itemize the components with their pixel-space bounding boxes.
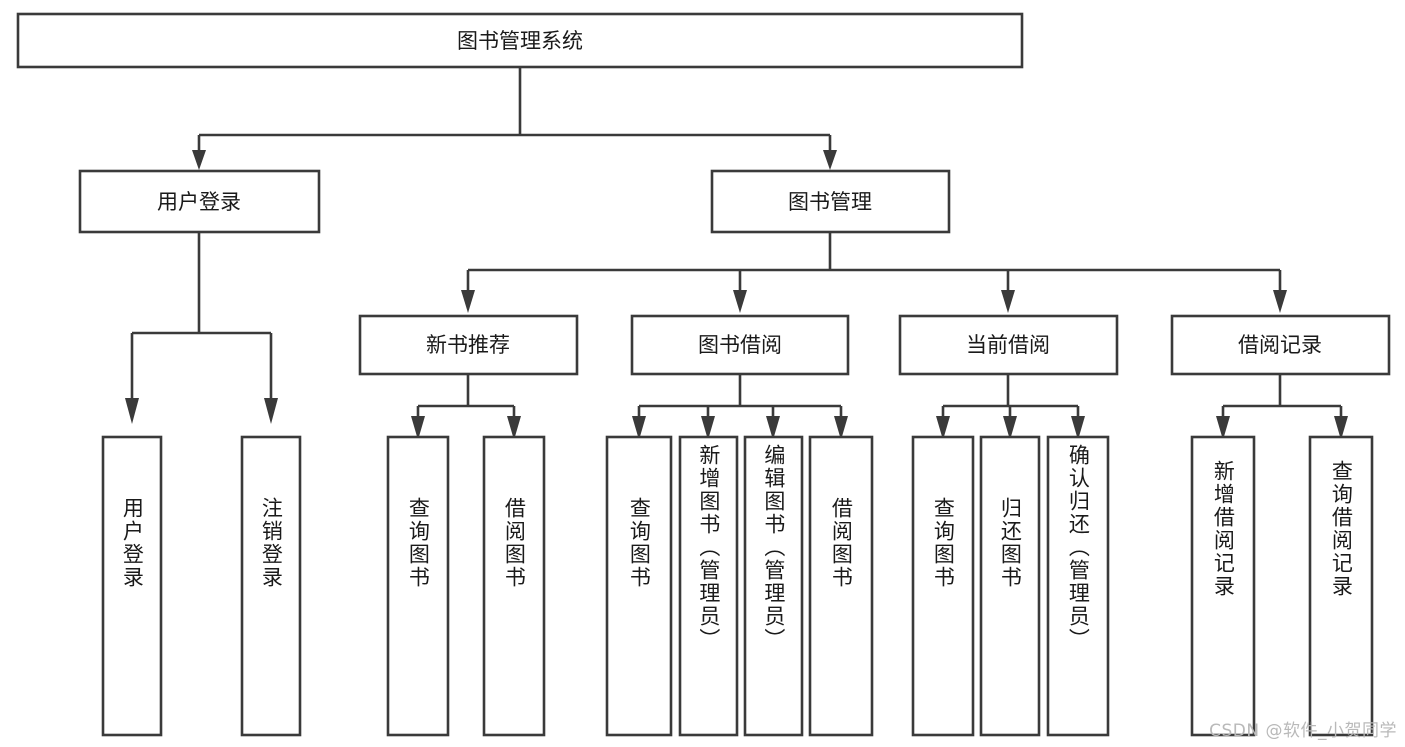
leaf-box-borrow-book-1[interactable] — [482, 435, 546, 737]
leaf-box-add-book-admin[interactable] — [678, 435, 739, 737]
node-user-login-box[interactable] — [78, 169, 321, 234]
connector-book-borrow-to-leaves — [632, 374, 848, 440]
arrow-head-icon — [1003, 416, 1017, 440]
node-user-login[interactable]: 用户登录 — [78, 169, 321, 234]
arrow-head-icon — [936, 416, 950, 440]
leaf-box-user-login[interactable] — [101, 435, 163, 737]
arrow-head-icon — [461, 290, 475, 313]
arrow-head-icon — [733, 290, 747, 313]
arrow-head-icon — [1001, 290, 1015, 313]
connector-borrow-record-to-leaves — [1216, 374, 1348, 440]
arrow-head-icon — [264, 398, 278, 424]
arrow-head-icon — [411, 416, 425, 440]
node-root-label: 图书管理系统 — [457, 29, 583, 53]
node-current-borrow[interactable]: 当前借阅 — [898, 314, 1119, 376]
connector-current-borrow-to-leaves — [936, 374, 1085, 440]
node-current-borrow-label: 当前借阅 — [966, 333, 1050, 357]
leaf-box-query-book-1[interactable] — [386, 435, 450, 737]
node-book-management-label: 图书管理 — [788, 190, 872, 214]
arrow-head-icon — [1273, 290, 1287, 313]
leaf-box-logout[interactable] — [240, 435, 302, 737]
node-new-book-recommend-box[interactable] — [358, 314, 579, 376]
arrow-head-icon — [632, 416, 646, 440]
connector-root-to-level2 — [192, 67, 837, 170]
node-borrow-record[interactable]: 借阅记录 — [1170, 314, 1391, 376]
leaf-box-return-book[interactable] — [979, 435, 1041, 737]
connector-user-login-to-leaves — [125, 232, 278, 424]
arrow-head-icon — [823, 150, 837, 170]
arrow-head-icon — [1216, 416, 1230, 440]
watermark: CSDN @软件_小贺同学 — [1209, 721, 1397, 741]
arrow-head-icon — [766, 416, 780, 440]
leaf-box-query-book-3[interactable] — [911, 435, 975, 737]
node-book-borrow[interactable]: 图书借阅 — [630, 314, 850, 376]
node-current-borrow-box[interactable] — [898, 314, 1119, 376]
node-new-book-recommend[interactable]: 新书推荐 — [358, 314, 579, 376]
node-user-login-label: 用户登录 — [157, 190, 241, 214]
leaf-box-borrow-book-2[interactable] — [808, 435, 874, 737]
leaf-box-query-book-2[interactable] — [605, 435, 673, 737]
connector-new-book-recommend-to-leaves — [411, 374, 521, 440]
leaf-box-query-borrow-record[interactable] — [1308, 435, 1374, 737]
arrow-head-icon — [507, 416, 521, 440]
arrow-head-icon — [125, 398, 139, 424]
node-borrow-record-label: 借阅记录 — [1238, 333, 1322, 357]
leaf-box-edit-book-admin[interactable] — [743, 435, 804, 737]
arrow-head-icon — [834, 416, 848, 440]
arrow-head-icon — [701, 416, 715, 440]
connector-book-management-to-level3 — [461, 232, 1287, 313]
arrow-head-icon — [1334, 416, 1348, 440]
leaf-box-confirm-return-admin[interactable] — [1046, 435, 1110, 737]
node-root[interactable]: 图书管理系统 — [16, 12, 1024, 69]
node-root-box[interactable] — [16, 12, 1024, 69]
node-new-book-recommend-label: 新书推荐 — [426, 333, 510, 357]
node-book-management[interactable]: 图书管理 — [710, 169, 951, 234]
leaf-box-add-borrow-record[interactable] — [1190, 435, 1256, 737]
arrow-head-icon — [1071, 416, 1085, 440]
arrow-head-icon — [192, 150, 206, 170]
node-book-borrow-label: 图书借阅 — [698, 333, 782, 357]
